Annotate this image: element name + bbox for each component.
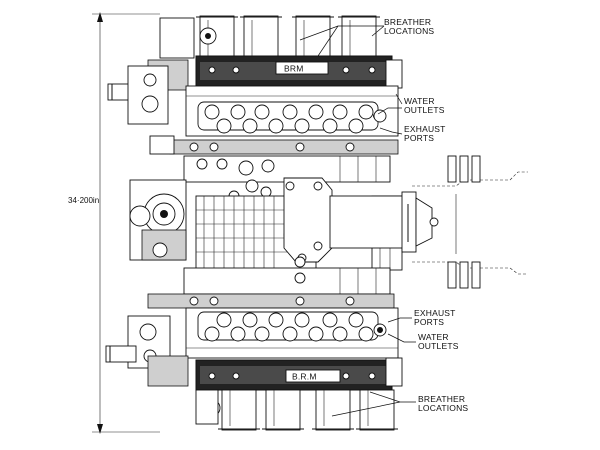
bottom-crankcase-row <box>183 256 391 295</box>
bottom-cylinder-head <box>185 307 399 359</box>
top-cam-cover-badge: BRM <box>284 64 304 74</box>
callout-top-breather-line1: BREATHER <box>384 17 431 27</box>
transmission-outline <box>412 155 528 289</box>
callout-top-breather-line2: LOCATIONS <box>384 26 434 36</box>
callout-top-water-line2: OUTLETS <box>404 105 445 115</box>
dimension-line <box>92 12 160 434</box>
top-exhaust-rail <box>149 135 399 155</box>
callout-bottom-water-line1: WATER <box>418 332 449 342</box>
callout-top-exhaust-line1: EXHAUST <box>404 124 446 134</box>
callout-bottom-water: WATER OUTLETS <box>418 332 459 351</box>
top-cylinder-head <box>185 85 399 137</box>
dimension-label: 34·200in <box>68 196 99 205</box>
bottom-cam-cover: B.R.M <box>195 357 403 391</box>
callout-bottom-breather-line1: BREATHER <box>418 394 465 404</box>
bottom-intake-trumpets <box>195 389 398 431</box>
callout-top-exhaust-line2: PORTS <box>404 133 434 143</box>
callout-top-water-line1: WATER <box>404 96 435 106</box>
callout-top-water: WATER OUTLETS <box>404 96 445 115</box>
bottom-cam-cover-badge: B.R.M <box>292 372 317 382</box>
left-pulley-assembly <box>129 179 187 261</box>
callout-bottom-water-line2: OUTLETS <box>418 341 459 351</box>
callout-top-exhaust: EXHAUST PORTS <box>404 124 446 143</box>
bottom-exhaust-rail <box>147 293 395 309</box>
callout-bottom-breather-line2: LOCATIONS <box>418 403 468 413</box>
top-intake-trumpets <box>196 15 380 57</box>
top-left-ancillaries <box>107 17 217 125</box>
callout-bottom-exhaust-line2: PORTS <box>414 317 444 327</box>
clutch-housing <box>283 177 439 263</box>
callout-bottom-breather: BREATHER LOCATIONS <box>418 394 468 413</box>
callout-top-breather: BREATHER LOCATIONS <box>384 17 434 36</box>
top-cam-cover: BRM <box>195 55 403 89</box>
leader-lines <box>299 25 416 417</box>
callout-bottom-exhaust: EXHAUST PORTS <box>414 308 456 327</box>
callout-bottom-exhaust-line1: EXHAUST <box>414 308 456 318</box>
